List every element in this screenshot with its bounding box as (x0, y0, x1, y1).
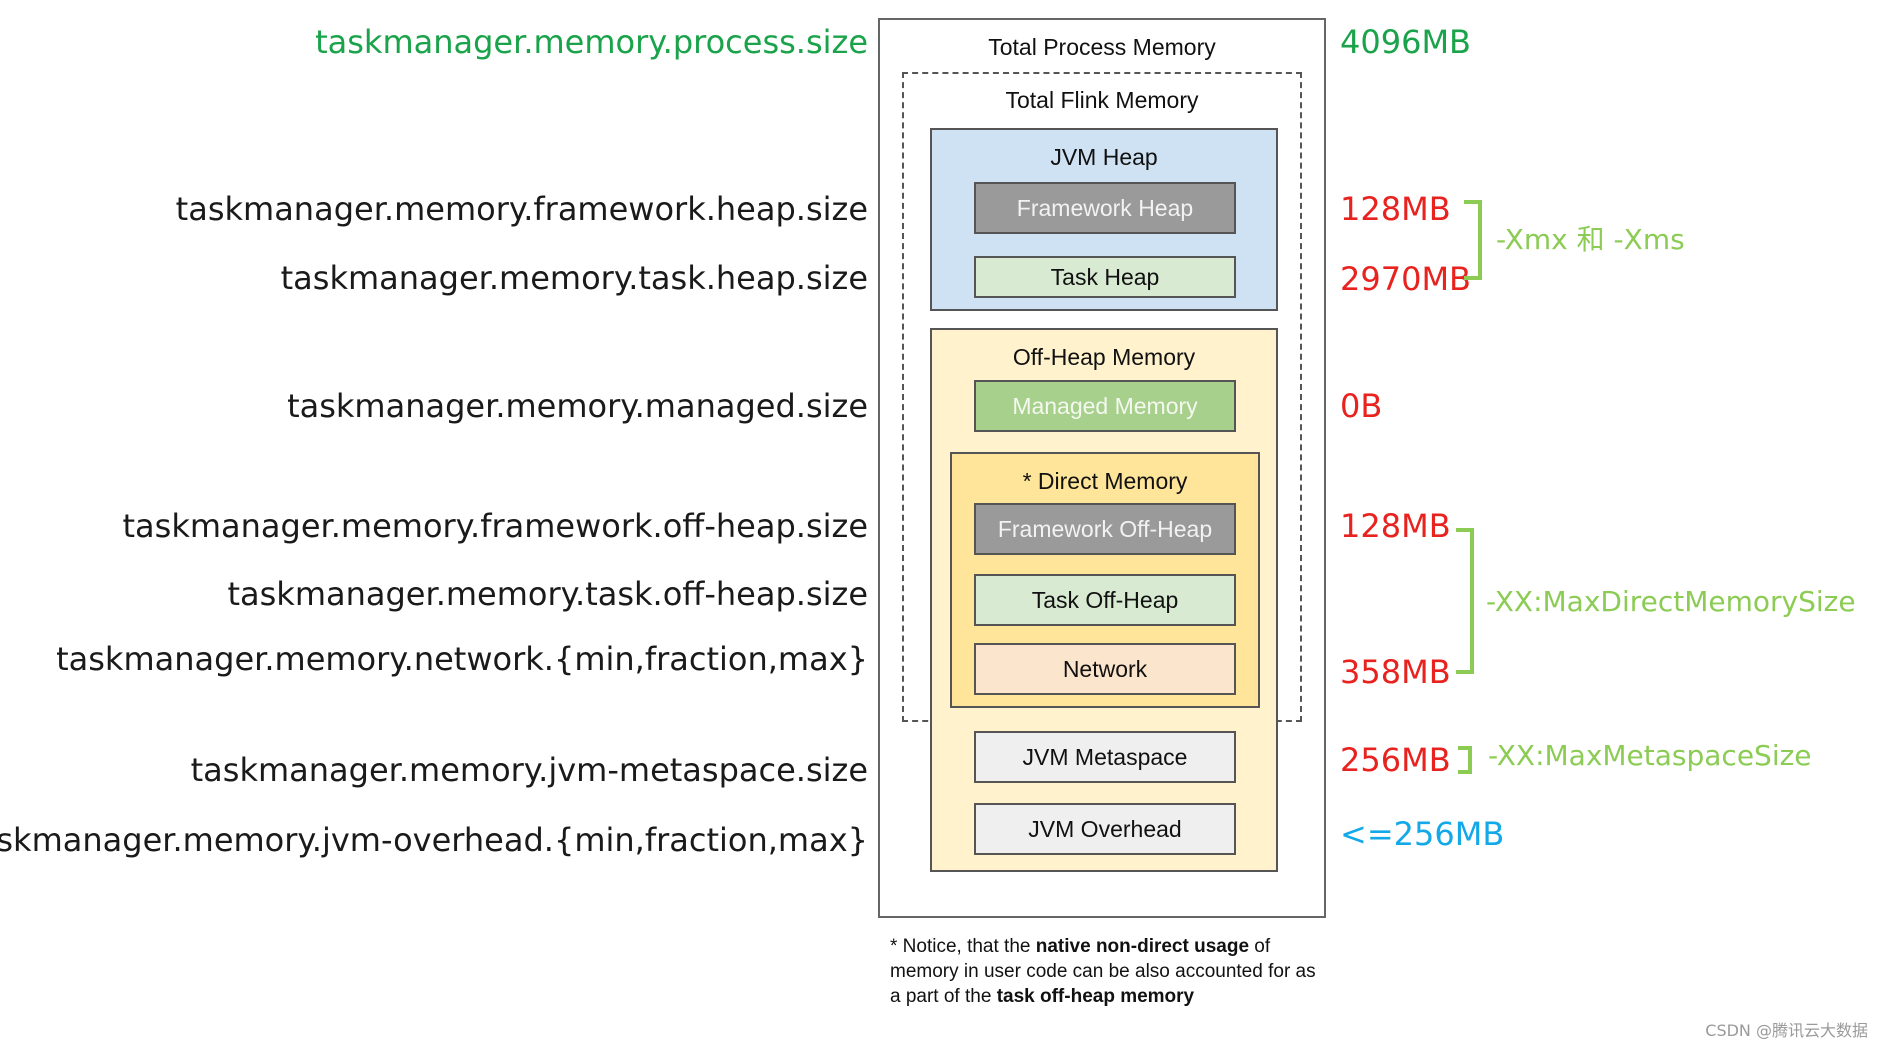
param-task-heap-size: taskmanager.memory.task.heap.size (280, 259, 868, 297)
total-flink-memory-title: Total Flink Memory (1005, 87, 1199, 113)
task-offheap-block: Task Off-Heap (974, 574, 1236, 626)
notice-text: * Notice, that the native non-direct usa… (890, 936, 1316, 1007)
value-framework-heap: 128MB (1340, 190, 1451, 228)
value-process: 4096MB (1340, 23, 1471, 61)
param-process-size: taskmanager.memory.process.size (315, 23, 868, 61)
direct-bracket (1456, 528, 1474, 674)
total-flink-memory-box: Total Flink Memory (902, 72, 1302, 722)
jvm-metaspace-block: JVM Metaspace (974, 731, 1236, 783)
framework-heap-block: Framework Heap (974, 182, 1236, 234)
param-framework-heap-size: taskmanager.memory.framework.heap.size (175, 190, 868, 228)
param-jvm-overhead: taskmanager.memory.jvm-overhead.{min,fra… (0, 821, 868, 859)
framework-offheap-block: Framework Off-Heap (974, 503, 1236, 555)
value-metaspace: 256MB (1340, 741, 1451, 779)
watermark: CSDN @腾讯云大数据 (1705, 1021, 1868, 1040)
value-overhead: <=256MB (1340, 815, 1505, 853)
param-network: taskmanager.memory.network.{min,fraction… (56, 640, 868, 678)
param-task-offheap-size: taskmanager.memory.task.off-heap.size (227, 575, 868, 613)
network-block: Network (974, 643, 1236, 695)
task-heap-block: Task Heap (974, 256, 1236, 298)
flag-max-metaspace: -XX:MaxMetaspaceSize (1488, 739, 1812, 772)
param-managed-size: taskmanager.memory.managed.size (287, 387, 868, 425)
metaspace-bracket (1458, 746, 1472, 774)
value-framework-offheap: 128MB (1340, 507, 1451, 545)
param-jvm-metaspace-size: taskmanager.memory.jvm-metaspace.size (190, 751, 868, 789)
flag-xmx-xms: -Xmx 和 -Xms (1496, 223, 1685, 256)
value-task-heap: 2970MB (1340, 260, 1471, 298)
jvm-overhead-block: JVM Overhead (974, 803, 1236, 855)
total-process-memory-title: Total Process Memory (988, 34, 1216, 60)
flag-max-direct-memory: -XX:MaxDirectMemorySize (1486, 585, 1856, 618)
value-network: 358MB (1340, 653, 1451, 691)
managed-memory-block: Managed Memory (974, 380, 1236, 432)
jvm-heap-title: JVM Heap (1050, 144, 1158, 170)
param-framework-offheap-size: taskmanager.memory.framework.off-heap.si… (122, 507, 868, 545)
offheap-memory-title: Off-Heap Memory (1012, 344, 1196, 370)
heap-bracket (1464, 200, 1482, 280)
direct-memory-title: * Direct Memory (1022, 468, 1188, 494)
value-managed: 0B (1340, 387, 1383, 425)
